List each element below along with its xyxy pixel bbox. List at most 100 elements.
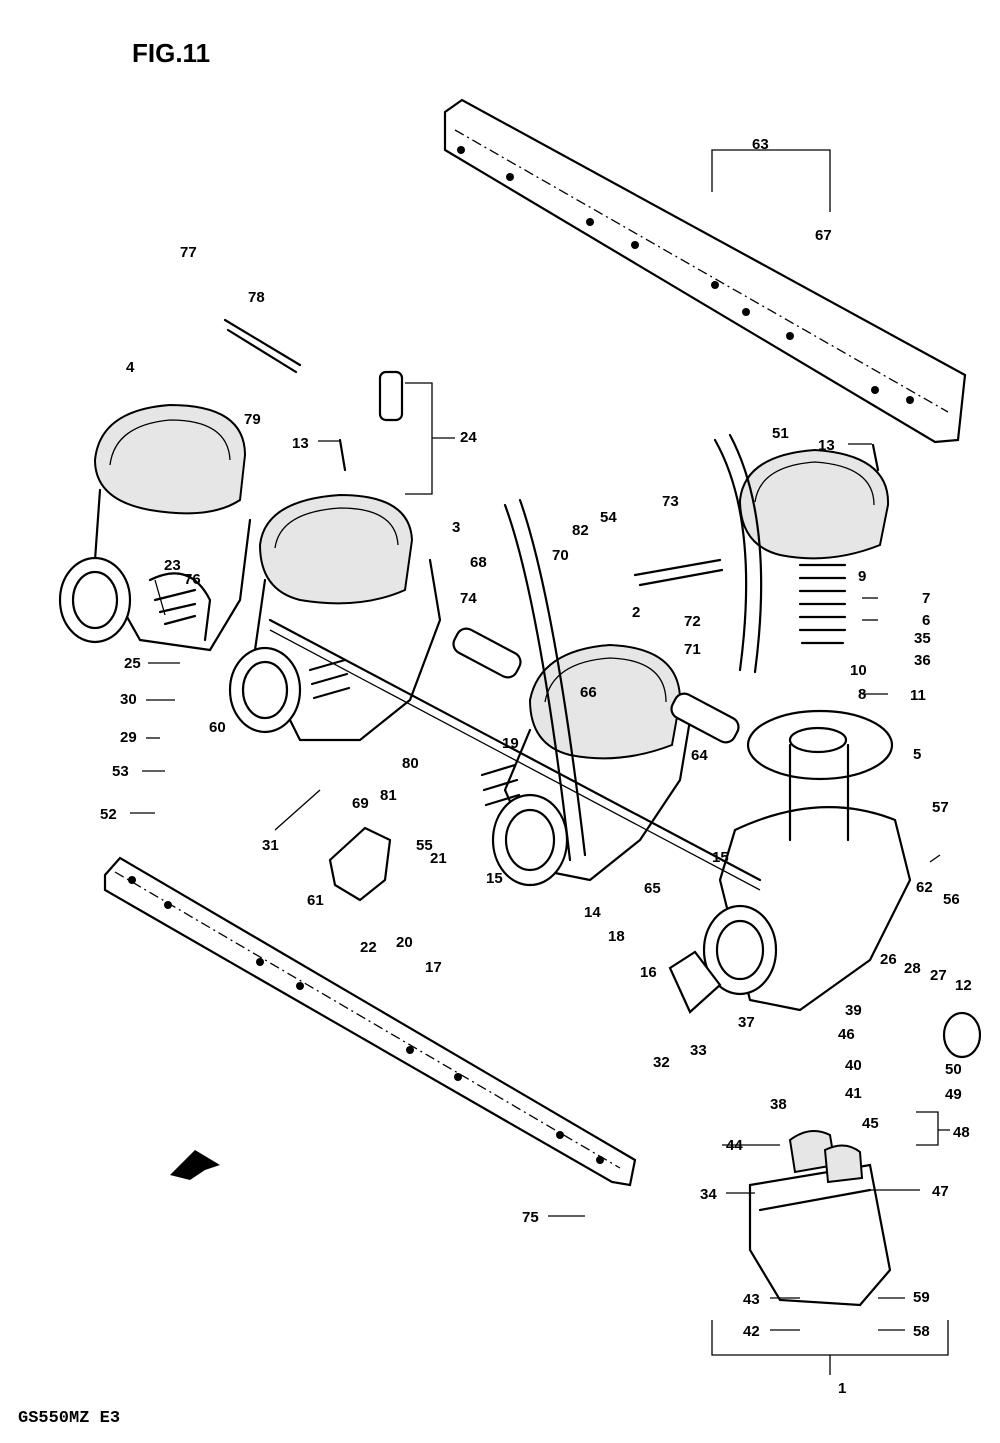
callout-label: 48 <box>953 1124 970 1141</box>
float-chamber <box>748 1130 892 1307</box>
assembly-bracket <box>711 1320 949 1375</box>
spring-78 <box>223 318 302 374</box>
fuel-hose-72 <box>713 433 763 674</box>
callout-label: 41 <box>845 1085 862 1102</box>
callout-label: 30 <box>120 691 137 708</box>
callout-label: 18 <box>608 928 625 945</box>
callout-label: 67 <box>815 227 832 244</box>
callout-label: 66 <box>580 684 597 701</box>
callout-label: 80 <box>402 755 419 772</box>
callout-label: 21 <box>430 850 447 867</box>
callout-label: 38 <box>770 1096 787 1113</box>
callout-label: 6 <box>922 612 930 629</box>
callout-label: 13 <box>818 437 835 454</box>
front-arrow-icon <box>170 1150 220 1180</box>
callout-label: 52 <box>100 806 117 823</box>
carburetor-4 <box>58 403 252 652</box>
callout-label: 78 <box>248 289 265 306</box>
callout-label: 15 <box>712 849 729 866</box>
callout-label: 64 <box>691 747 708 764</box>
callout-label: 73 <box>662 493 679 510</box>
callout-labels: 1 2 3 4 5 6 7 8 9 10 11 12 13 13 14 15 1… <box>100 136 972 1397</box>
callout-label: 29 <box>120 729 137 746</box>
callout-label: 37 <box>738 1014 755 1031</box>
callout-label: 53 <box>112 763 129 780</box>
callout-label: 71 <box>684 641 701 658</box>
carburetor-1 <box>702 448 912 1012</box>
callout-label: 17 <box>425 959 442 976</box>
callout-label: 65 <box>644 880 661 897</box>
callout-label: 82 <box>572 522 589 539</box>
callout-label: 34 <box>700 1186 717 1203</box>
callout-label: 74 <box>460 590 477 607</box>
callout-label: 62 <box>916 879 933 896</box>
callout-label: 16 <box>640 964 657 981</box>
callout-label: 50 <box>945 1061 962 1078</box>
pin-24 <box>378 370 404 422</box>
lower-bracket <box>103 856 637 1187</box>
leader-lines <box>130 440 941 1331</box>
clip-22 <box>328 826 392 902</box>
callout-label: 25 <box>124 655 141 672</box>
callout-label: 45 <box>862 1115 879 1132</box>
callout-label: 31 <box>262 837 279 854</box>
callout-label: 76 <box>184 571 201 588</box>
callout-label: 2 <box>632 604 640 621</box>
bolt-13 <box>338 438 880 472</box>
callout-label: 9 <box>858 568 866 585</box>
cover-33 <box>668 950 722 1014</box>
callout-label: 39 <box>845 1002 862 1019</box>
callout-label: 11 <box>910 687 926 704</box>
callout-label: 69 <box>352 795 369 812</box>
callout-label: 54 <box>600 509 617 526</box>
cap-12 <box>942 1011 982 1059</box>
callout-label: 1 <box>838 1380 846 1397</box>
callout-label: 15 <box>486 870 503 887</box>
callout-label: 55 <box>416 837 433 854</box>
callout-bracket-63 <box>711 149 831 212</box>
fuel-hose-68 <box>503 498 587 862</box>
callout-label: 24 <box>460 429 477 446</box>
linkage-rod <box>269 629 761 891</box>
model-code: GS550MZ E3 <box>18 1409 120 1428</box>
callout-label: 79 <box>244 411 261 428</box>
callout-label: 77 <box>180 244 197 261</box>
callout-label: 36 <box>914 652 931 669</box>
diaphragm <box>746 709 894 842</box>
callout-label: 22 <box>360 939 377 956</box>
carburetor-3 <box>228 493 442 742</box>
callout-label: 81 <box>380 787 397 804</box>
callout-label: 58 <box>913 1323 930 1340</box>
callout-label: 68 <box>470 554 487 571</box>
callout-label: 20 <box>396 934 413 951</box>
callout-label: 32 <box>653 1054 670 1071</box>
callout-label: 14 <box>584 904 601 921</box>
carburetor-2 <box>480 643 692 887</box>
callout-label: 7 <box>922 590 930 607</box>
callout-label: 40 <box>845 1057 862 1074</box>
callout-label: 46 <box>838 1026 855 1043</box>
figure-title: FIG.11 <box>132 38 210 68</box>
callout-label: 27 <box>930 967 947 984</box>
callout-label: 43 <box>743 1291 760 1308</box>
linkage-rod <box>268 618 762 882</box>
callout-label: 56 <box>943 891 960 908</box>
callout-label: 72 <box>684 613 701 630</box>
callout-label: 10 <box>850 662 867 679</box>
callout-label: 49 <box>945 1086 962 1103</box>
callout-label: 5 <box>913 746 921 763</box>
callout-label: 33 <box>690 1042 707 1059</box>
callout-label: 13 <box>292 435 309 452</box>
callout-label: 75 <box>522 1209 539 1226</box>
callout-label: 12 <box>955 977 972 994</box>
callout-label: 35 <box>914 630 931 647</box>
callout-label: 23 <box>164 557 181 574</box>
callout-label: 4 <box>126 359 135 376</box>
screw-73 <box>633 558 724 587</box>
callout-label: 26 <box>880 951 897 968</box>
callout-label: 70 <box>552 547 569 564</box>
callout-bracket-24 <box>405 382 455 495</box>
callout-label: 61 <box>307 892 324 909</box>
callout-label: 57 <box>932 799 949 816</box>
